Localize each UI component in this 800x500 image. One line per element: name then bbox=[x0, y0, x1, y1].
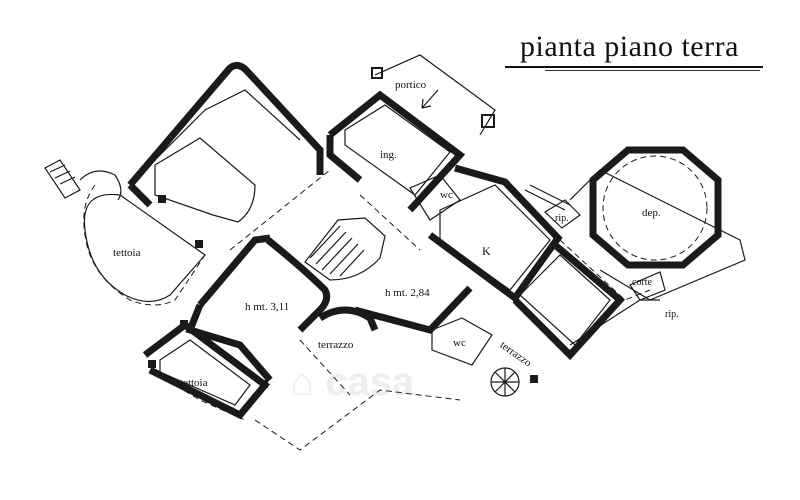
depot-wall bbox=[589, 146, 722, 269]
title-underline-secondary bbox=[545, 70, 760, 71]
wc-bottom-room bbox=[431, 317, 493, 366]
label-portico: portico bbox=[395, 79, 427, 91]
wall-ing-block bbox=[327, 90, 466, 213]
spiral-stair bbox=[490, 367, 520, 397]
pillar-2 bbox=[371, 67, 383, 79]
inner-room-top-left bbox=[154, 137, 256, 223]
wall-curve-south bbox=[318, 306, 379, 332]
pillar-3 bbox=[195, 240, 203, 248]
arrow-shaft bbox=[421, 89, 439, 109]
tettoia-left-shape bbox=[44, 159, 206, 303]
label-tettoia-bottom: tettoia bbox=[180, 377, 208, 389]
wall-west-south bbox=[185, 303, 273, 383]
pillar-1 bbox=[481, 114, 495, 128]
wall-k-block bbox=[427, 164, 563, 303]
label-rip-top: rip. bbox=[555, 213, 569, 224]
wall-ing-left bbox=[326, 135, 363, 183]
wall-west-inner bbox=[197, 234, 271, 308]
inner-wall-left-block bbox=[134, 89, 301, 181]
left-stair bbox=[44, 159, 81, 199]
plan-title: pianta piano terra bbox=[520, 30, 739, 63]
stair-outline bbox=[304, 217, 386, 281]
pillar-5 bbox=[180, 320, 188, 328]
left-landing bbox=[79, 170, 122, 201]
pillar-4 bbox=[158, 195, 166, 203]
wall-top-left-block bbox=[127, 61, 324, 188]
wall-curved-center bbox=[265, 237, 331, 333]
label-wc-top: wc bbox=[440, 189, 453, 201]
label-k: K bbox=[482, 244, 491, 258]
outer-walls bbox=[127, 61, 626, 420]
portico-outline bbox=[374, 54, 496, 136]
label-wc-bottom: wc bbox=[453, 337, 466, 349]
ing-inner bbox=[344, 104, 451, 196]
label-rip-bottom: rip. bbox=[665, 309, 679, 320]
rip-bottom-box bbox=[629, 271, 666, 301]
label-corte: corte bbox=[632, 277, 652, 288]
label-h-left: h mt. 3,11 bbox=[245, 301, 290, 313]
dash-center-diagonal bbox=[229, 169, 421, 251]
pillar-6 bbox=[148, 360, 156, 368]
label-terrazzo-center: terrazzo bbox=[318, 339, 354, 351]
bottom-tettoia-inner bbox=[159, 339, 251, 406]
stair-treads bbox=[309, 225, 365, 277]
wall-left-block-left bbox=[127, 182, 153, 208]
arrow-head bbox=[421, 98, 432, 109]
wall-right-block bbox=[512, 242, 626, 361]
watermark-logo: ⌂ casa bbox=[290, 360, 415, 404]
spiral-treads bbox=[491, 368, 519, 396]
label-tettoia-left: tettoia bbox=[113, 247, 141, 259]
label-ing: ing. bbox=[380, 149, 397, 161]
pillars bbox=[148, 67, 538, 388]
corte-outline bbox=[569, 169, 746, 301]
right-inner bbox=[519, 254, 611, 346]
depot-group bbox=[524, 146, 746, 301]
portico-arrow bbox=[421, 89, 439, 109]
tettoia-left-outline bbox=[83, 193, 206, 303]
pillar-7 bbox=[260, 380, 268, 388]
title-underline bbox=[505, 66, 763, 68]
right-stair-rail bbox=[524, 184, 571, 211]
pillar-8 bbox=[530, 375, 538, 383]
depot-inner-circle bbox=[602, 155, 708, 261]
interior-lines bbox=[134, 54, 660, 406]
label-dep: dep. bbox=[642, 207, 661, 219]
dash-bottom-left bbox=[149, 369, 246, 421]
dash-bottom-terrace bbox=[254, 339, 461, 451]
rip-top-box bbox=[544, 199, 581, 229]
wall-bottom-tettoia bbox=[142, 320, 271, 420]
wall-center-south bbox=[354, 285, 473, 334]
label-h-center: h mt. 2,84 bbox=[385, 287, 430, 299]
k-inner bbox=[439, 184, 551, 291]
wc-top-room bbox=[409, 174, 461, 221]
